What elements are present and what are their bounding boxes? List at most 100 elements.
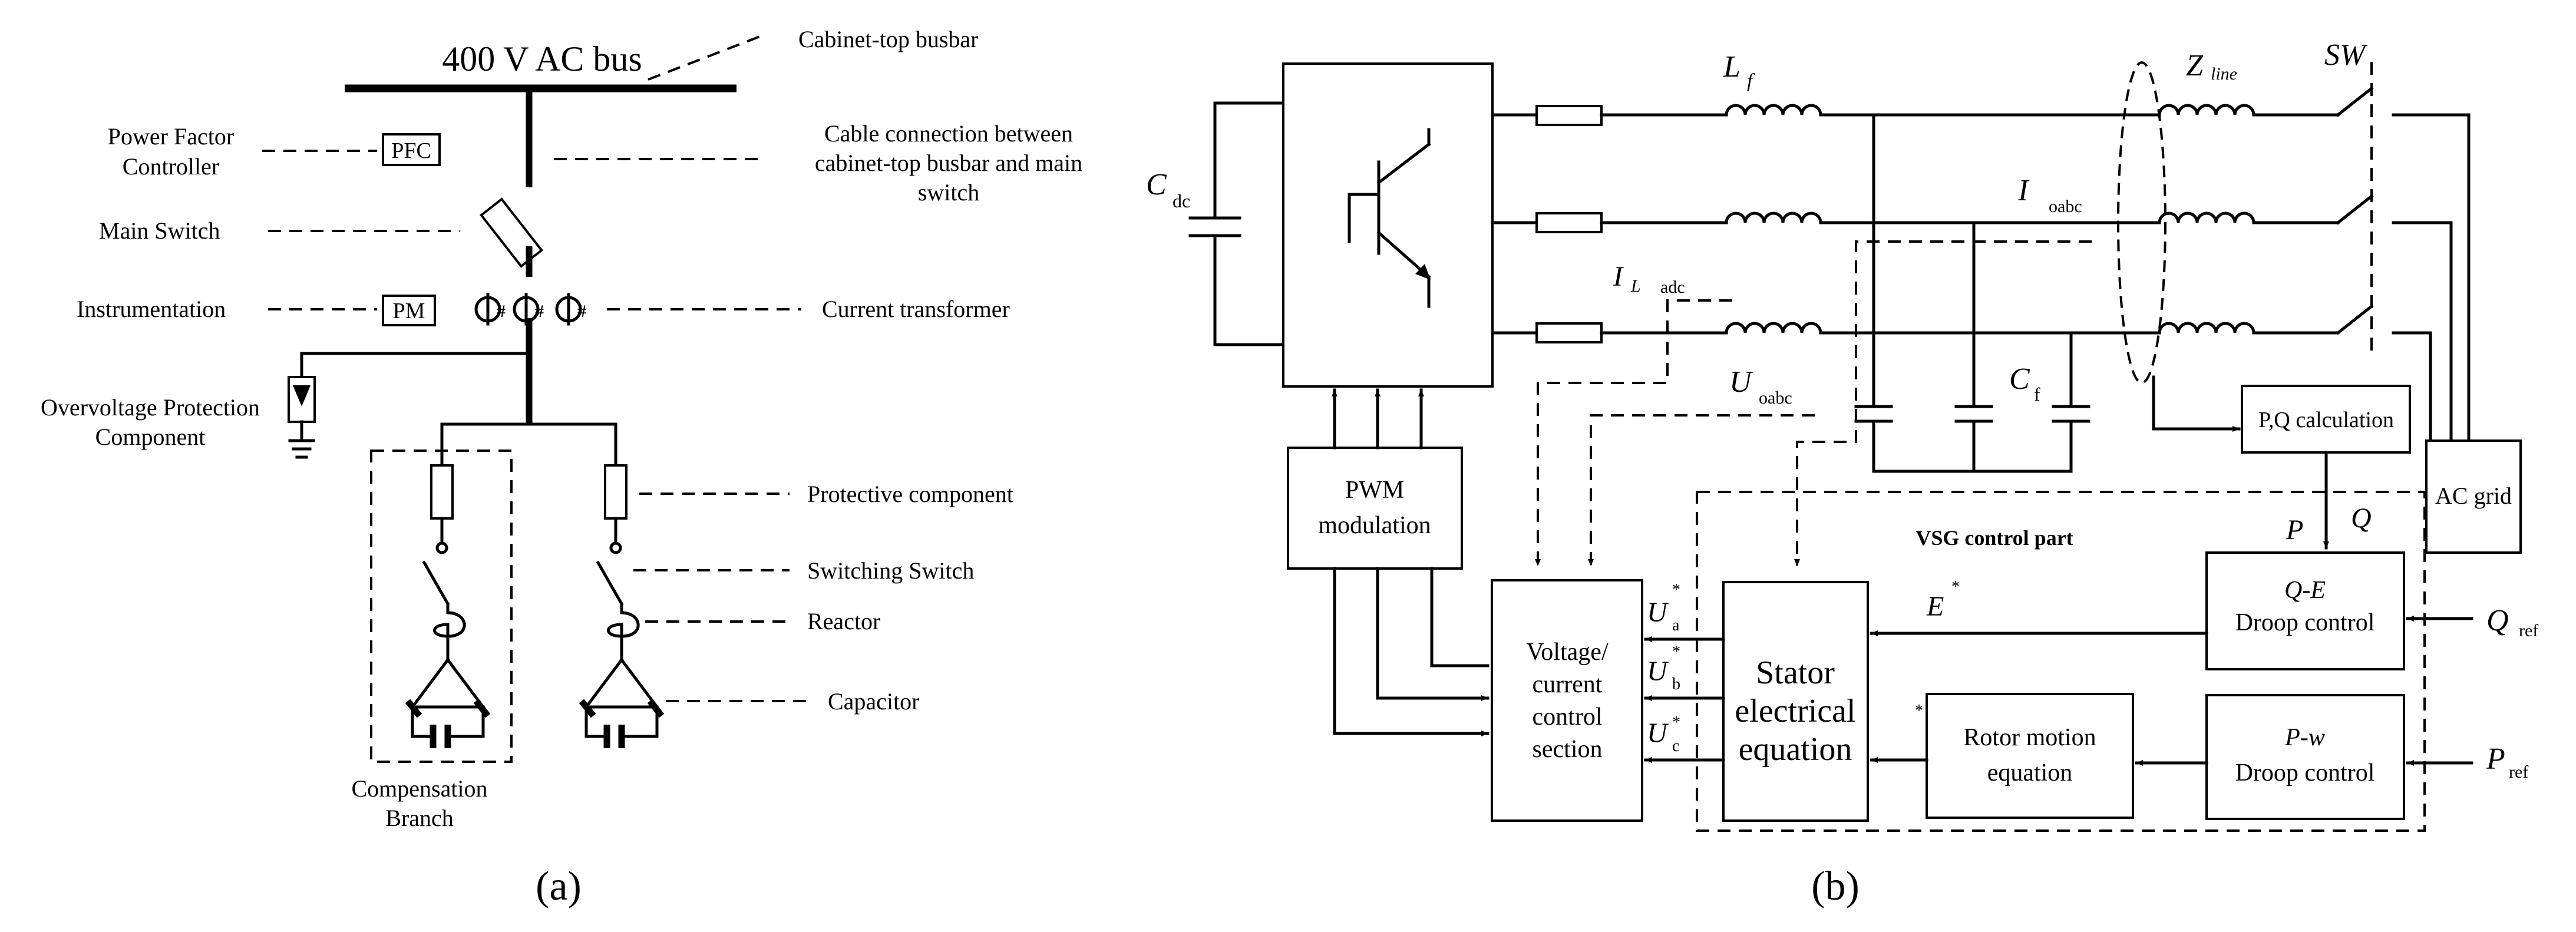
qe-label-1: Q-E: [2284, 577, 2326, 604]
ub-sub: b: [1672, 675, 1680, 693]
uc-label: U: [1647, 718, 1669, 749]
grid-wire-a: [2392, 113, 2471, 442]
qref-sub: ref: [2519, 621, 2538, 640]
main-switch-fuse: [479, 197, 544, 268]
pfc-callout-2: Controller: [123, 153, 219, 180]
stator-box: [1722, 581, 1869, 822]
ioabc-sub: oabc: [2049, 197, 2082, 216]
uc-star: *: [1672, 713, 1680, 732]
ioabc-label: I: [2017, 174, 2030, 207]
vcc-label-3: control: [1533, 703, 1603, 731]
vcc-box: [1491, 579, 1643, 822]
ua-label: U: [1647, 597, 1669, 628]
q-out-label: Q: [2351, 503, 2372, 534]
busbar-callout: Cabinet-top busbar: [798, 26, 979, 52]
cdc-label: C: [1146, 168, 1167, 201]
igbt-icon: [1348, 128, 1431, 308]
ub-label: U: [1647, 656, 1669, 687]
uoabc-label: U: [1729, 365, 1753, 399]
ac-grid-box: [2425, 439, 2522, 554]
iladc-label: I: [1613, 261, 1624, 292]
instrumentation-callout: Instrumentation: [77, 296, 226, 322]
ioabc-feedback: [1794, 240, 2092, 566]
switching-callout: Switching Switch: [807, 557, 974, 584]
ct-callout: Current transformer: [822, 296, 1010, 322]
phase-lines: [1491, 105, 1728, 343]
pwm-label-1: PWM: [1345, 477, 1404, 504]
left-branch: [405, 464, 491, 748]
zline-label: Z: [2186, 49, 2204, 82]
zline-sub: line: [2211, 64, 2237, 84]
pfc-callout-1: Power Factor: [108, 123, 234, 150]
grid-wire-b: [2392, 221, 2453, 442]
caption-a: (a): [536, 864, 582, 909]
vcc-label-4: section: [1533, 736, 1603, 763]
pm-box-label: PM: [393, 299, 425, 323]
protective-callout: Protective component: [807, 481, 1013, 507]
svg-text:#: #: [535, 302, 544, 321]
rotor-label-1: Rotor motion: [1963, 724, 2096, 751]
uo-feedback: [1588, 414, 1815, 566]
cf-capacitors: [1850, 113, 2090, 473]
measurement-ellipse: [2117, 61, 2167, 384]
ua-sub: a: [1672, 616, 1680, 634]
right-branch: [579, 464, 665, 748]
il-feedback: [1535, 299, 1732, 566]
panel-a: 400 V AC bus Cabinet-top busbar Cable co…: [41, 26, 1082, 909]
pfc-box: [382, 133, 441, 166]
lf-inductors: [1725, 104, 1822, 335]
stator-label-1: Stator: [1756, 655, 1835, 691]
iladc-mid: L: [1630, 276, 1641, 296]
sw-label: SW: [2324, 38, 2368, 72]
uc-sub: c: [1672, 737, 1679, 755]
stator-label-3: equation: [1739, 731, 1852, 768]
pq-calc-label: P,Q calculation: [2258, 408, 2394, 432]
ovp-arrow-icon: [293, 385, 311, 406]
pq-calc-box: [2241, 385, 2411, 454]
inverter-block: [1282, 62, 1494, 388]
rotor-label-2: equation: [1987, 759, 2073, 786]
qe-droop-box: [2205, 551, 2405, 670]
pref-sub: ref: [2509, 762, 2528, 782]
rotor-box: [1926, 693, 2134, 819]
svg-text:#: #: [577, 302, 586, 321]
pwm-wire-c: [1333, 567, 1490, 736]
svg-text:#: #: [497, 302, 506, 321]
pw-label-1: P-w: [2284, 724, 2325, 751]
vsg-control-box: [1696, 491, 2426, 832]
cable-callout-3: switch: [918, 179, 979, 206]
zline-inductors: [2158, 100, 2257, 336]
qref-label: Q: [2486, 604, 2509, 637]
vsg-label: VSG control part: [1916, 526, 2073, 550]
pwm-wire-b: [1376, 567, 1490, 701]
compensation-branch-box: [370, 450, 513, 763]
qe-label-2: Droop control: [2235, 609, 2375, 636]
comp-callout-2: Branch: [385, 805, 454, 831]
cable-callout-1: Cable connection between: [824, 120, 1073, 147]
uoabc-sub: oabc: [1759, 388, 1792, 408]
capacitor-callout: Capacitor: [828, 688, 920, 715]
e-star-label: E: [1926, 591, 1944, 622]
pw-label-2: Droop control: [2235, 759, 2375, 786]
ovp-callout-2: Component: [95, 424, 206, 450]
bus-label: 400 V AC bus: [442, 39, 642, 78]
p-out-label: P: [2286, 514, 2303, 546]
pfc-box-label: PFC: [391, 138, 431, 163]
rotor-star: *: [1915, 702, 1923, 720]
reactor-callout: Reactor: [807, 608, 880, 634]
ac-grid-label: AC grid: [2435, 482, 2512, 509]
cable-callout-2: cabinet-top busbar and main: [815, 150, 1082, 176]
pwm-label-2: modulation: [1318, 512, 1431, 539]
cf-sub: f: [2034, 384, 2040, 405]
pwm-wire-a: [1430, 567, 1490, 667]
pm-box: [382, 295, 436, 326]
comp-callout-1: Compensation: [351, 775, 487, 802]
pref-label: P: [2486, 742, 2505, 776]
pq-input-wire: [2152, 375, 2241, 432]
ovp-wire: [300, 352, 531, 379]
ovp-callout-1: Overvoltage Protection: [41, 394, 260, 421]
ua-star: *: [1672, 581, 1680, 599]
lf-label: L: [1723, 50, 1741, 84]
